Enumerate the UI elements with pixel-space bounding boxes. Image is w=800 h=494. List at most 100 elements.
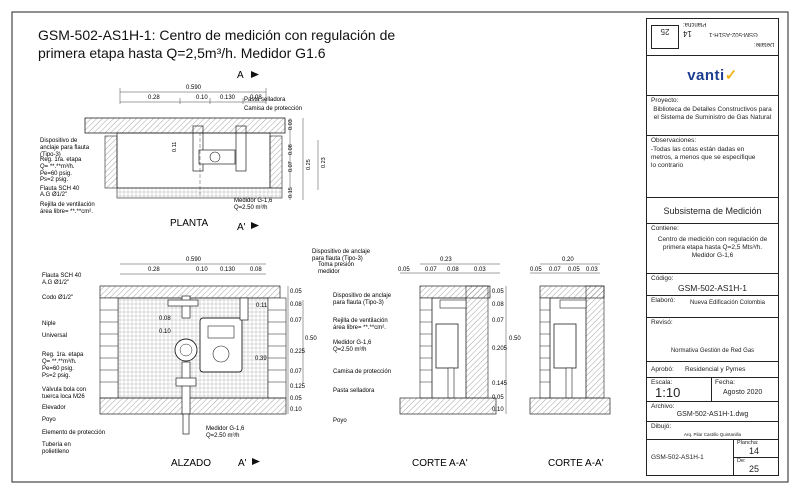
corte2-view-title: CORTE A-A' <box>548 458 604 469</box>
plan-label: (Tipo-3) <box>40 152 61 158</box>
plan-label: Dispositivo de <box>40 138 78 144</box>
plan-dim: 0.08 <box>250 95 262 101</box>
alzado-label: Válvula bola con <box>42 387 86 393</box>
alzado-dim: 0.125 <box>290 384 306 390</box>
alzado-label: Codo Ø1/2" <box>42 295 73 301</box>
alzado-dim: 0.07 <box>290 318 302 324</box>
panel-aprobo: Aprobó: Residencial y Pymes <box>647 361 778 377</box>
plan-label: Ps=2 psig. <box>40 177 69 183</box>
title-block: 25 Plancha: 14 GSM-502-AS1H-1 Detalle: v… <box>646 18 779 476</box>
corte2-dim: 0.05 <box>530 267 542 273</box>
panel-archivo-value: GSM-502-AS1H-1.dwg <box>676 411 749 418</box>
panel-total-top: 25 <box>660 27 670 36</box>
alzado-label: Ps=2 psig. <box>42 373 71 379</box>
plan-section-a: A <box>237 70 244 81</box>
corte1-dim: 0.08 <box>492 302 504 308</box>
corte1-dim: 0.05 <box>492 289 504 295</box>
corte2-dim: 0.05 <box>568 267 580 273</box>
panel-header: 25 Plancha: 14 GSM-502-AS1H-1 Detalle: <box>647 19 778 55</box>
brand-logo: vanti✓ <box>647 55 778 95</box>
alzado-dim-total: 0.590 <box>186 257 202 263</box>
panel-codigo: Código: GSM-502-AS1H-1 <box>647 273 778 295</box>
panel-bottom-plancha: 14 <box>749 446 760 456</box>
panel-fecha-value: Agosto 2020 <box>723 389 763 396</box>
alzado-dim: 0.39 <box>255 356 267 362</box>
title-line-2: primera etapa hasta Q=2,5m³/h. Medidor G… <box>38 45 326 61</box>
panel-label: De: <box>737 458 746 464</box>
alzado-dim: 0.05 <box>290 289 302 295</box>
corte1-dim: 0.05 <box>492 395 504 401</box>
panel-label: Dibujó: <box>651 423 672 430</box>
panel-footer: GSM-502-AS1H-1 Plancha: 14 De: 25 <box>647 439 778 476</box>
panel-top-code: GSM-502-AS1H-1 <box>709 31 758 37</box>
corte1-label: Camisa de protección <box>333 369 391 375</box>
plan-label: Pe=60 psig. <box>40 171 72 177</box>
panel-dibujo: Dibujó: Arq. Pilar Castillo Quintanilla <box>647 421 778 439</box>
alzado-dim: 0.07 <box>290 369 302 375</box>
panel-label: Proyecto: <box>651 97 679 104</box>
corte1-label: Pasta selladora <box>333 388 375 394</box>
plan-label: A.G Ø1/2" <box>40 192 67 198</box>
alzado-label: Elemento de protección <box>42 430 105 436</box>
panel-archivo: Archivo: GSM-502-AS1H-1.dwg <box>647 401 778 421</box>
panel-proyecto-value: Biblioteca de Detalles Constructivos par… <box>653 106 772 121</box>
corte1-dim: 0.07 <box>492 318 504 324</box>
alzado-label: Medidor G-1,6 <box>206 426 245 432</box>
panel-elaboro-value: Nueva Edificación Colombia <box>689 300 766 306</box>
plan-dim: 0.23 <box>321 157 327 168</box>
panel-subsistema: Subsistema de Medición <box>647 197 778 223</box>
corte1-label: Rejilla de ventilación <box>333 318 388 324</box>
alzado-dim: 0.10 <box>159 329 171 335</box>
corte1-label: Poyo <box>333 418 347 424</box>
panel-dibujo-value: Arq. Pilar Castillo Quintanilla <box>683 432 742 437</box>
plan-dim: 0.08 <box>288 144 294 155</box>
plan-label: Q=2.50 m³/h <box>234 205 268 211</box>
corte1-dim: 0.03 <box>474 267 486 273</box>
plan-label: Camisa de protección <box>244 106 302 112</box>
brand-check-icon: ✓ <box>724 67 738 84</box>
panel-contiene-value: Centro de medición con regulación de pri… <box>657 236 768 259</box>
alzado-label: Niple <box>42 321 56 327</box>
title-line-1: GSM-502-AS1H-1: Centro de medición con r… <box>38 27 396 43</box>
plan-dim: 0.07 <box>288 161 294 172</box>
panel-reviso-value: Normativa Gestión de Red Gas <box>670 348 755 354</box>
plan-section-a-prime: A' <box>237 222 246 233</box>
corte1-dim: 0.05 <box>398 267 410 273</box>
corte2-dim-total: 0.20 <box>562 257 574 263</box>
alzado-label: medidor <box>318 269 340 275</box>
plan-label: anclaje para flauta <box>40 145 90 151</box>
alzado-label: Flauta SCH 40 <box>42 273 82 279</box>
panel-label: Aprobó: <box>651 366 674 373</box>
panel-bottom-code: GSM-502-AS1H-1 <box>651 454 704 461</box>
alzado-label: A.G Ø1/2" <box>42 280 69 286</box>
panel-top-label: Detalle: <box>753 41 774 47</box>
corte1-dim: 0.07 <box>425 267 437 273</box>
panel-bottom-total: 25 <box>749 464 760 474</box>
panel-escala-value: 1:10 <box>655 385 681 400</box>
plan-label: Reg. 1ra. etapa <box>40 157 82 163</box>
plan-dim: 0.10 <box>196 95 208 101</box>
alzado-label: para flauta (Tipo-3) <box>312 256 363 262</box>
plan-label: Medidor G-1,6 <box>234 198 273 204</box>
alzado-label: polietileno <box>42 449 70 455</box>
corte1-dim: 0.145 <box>492 381 508 387</box>
plan-wall <box>84 117 286 134</box>
plan-dim: 0.130 <box>220 95 236 101</box>
panel-label: Escala: <box>651 379 673 386</box>
corte1-dim: 0.50 <box>509 336 521 342</box>
corte1-dim-total: 0.23 <box>440 257 452 263</box>
alzado-label: Universal <box>42 333 67 339</box>
panel-label: Archivo: <box>651 403 675 410</box>
alzado-label: Reg. 1ra. etapa <box>42 352 84 358</box>
panel-escala-fecha: Escala: 1:10 Fecha: Agosto 2020 <box>647 377 778 401</box>
plan-dim-total: 0.590 <box>186 85 202 91</box>
alzado-label: Q=2.50 m³/h <box>206 433 240 439</box>
alzado-section-arrow <box>252 458 260 465</box>
plan-box <box>116 132 271 189</box>
panel-codigo-value: GSM-502-AS1H-1 <box>678 283 747 293</box>
plan-dim: 0.28 <box>148 95 160 101</box>
corte1-view-title: CORTE A-A' <box>412 458 468 469</box>
corte1-meter <box>435 323 459 369</box>
plan-dim: 0.25 <box>306 159 312 170</box>
